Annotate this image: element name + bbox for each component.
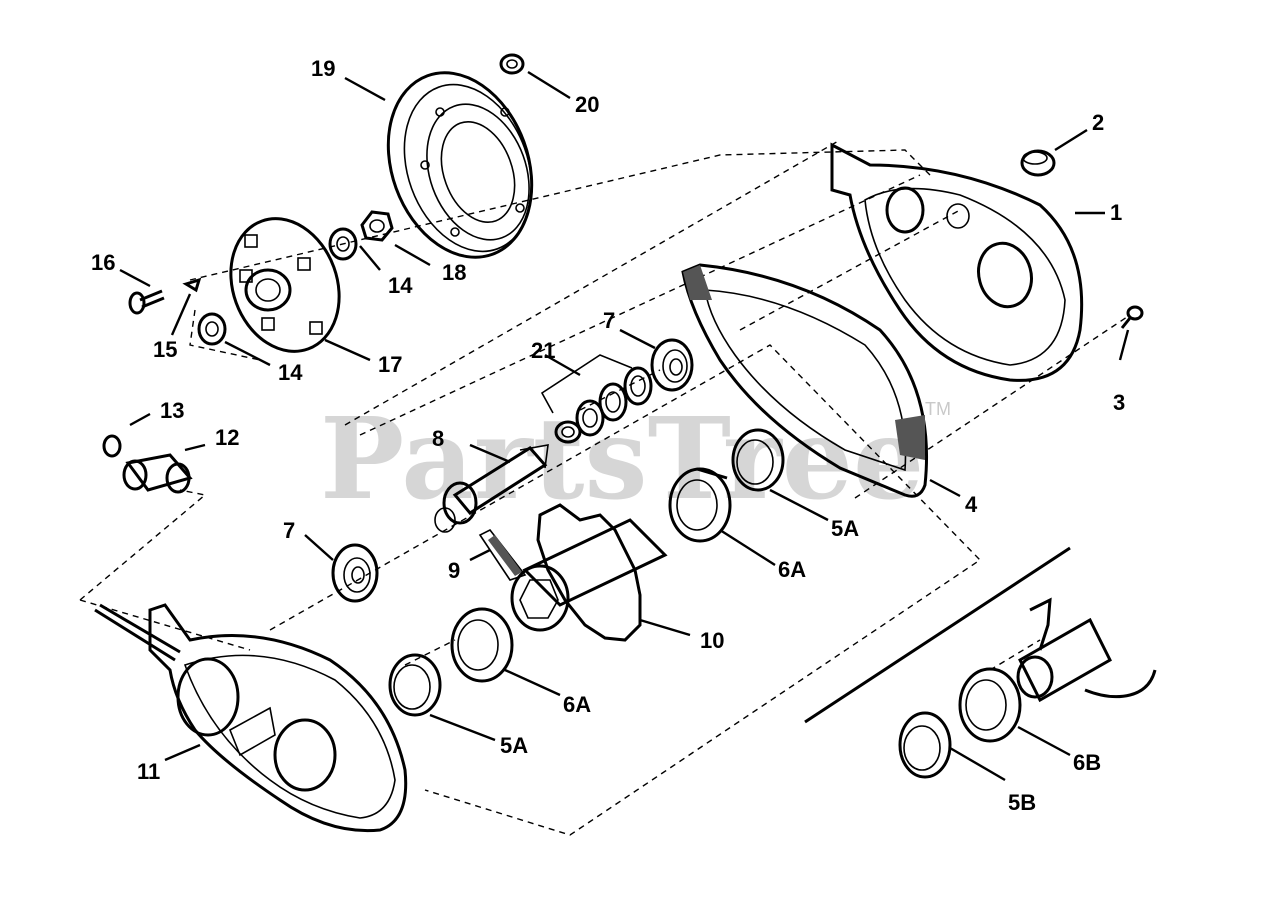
callout-13: 13 [160, 398, 184, 423]
callout-14-left: 14 [278, 360, 303, 385]
washer-part-14-right [328, 227, 358, 261]
hub-part-17 [229, 217, 341, 353]
spacer-part-12 [122, 453, 193, 494]
shaft-part-8 [434, 444, 549, 533]
washer-part-14-left [197, 312, 227, 346]
callout-20: 20 [575, 92, 599, 117]
callout-labels: 1 2 3 4 5A 6A 7 21 8 9 10 7 6A 5A 11 12 … [91, 56, 1125, 815]
callout-5a-top: 5A [831, 516, 859, 541]
callout-7-top: 7 [603, 308, 615, 333]
callout-6a-top: 6A [778, 557, 806, 582]
bushing-part-5b [898, 711, 952, 779]
callout-10: 10 [700, 628, 724, 653]
callout-17: 17 [378, 352, 402, 377]
callout-8: 8 [432, 426, 444, 451]
inset-alternate-parts [804, 546, 1157, 724]
callout-4: 4 [965, 492, 978, 517]
seal-part-6a-top [668, 467, 732, 543]
bearing-part-5a-bottom [388, 653, 442, 717]
callout-18: 18 [442, 260, 466, 285]
key-part-15 [182, 277, 202, 293]
callout-1: 1 [1110, 200, 1122, 225]
callout-11: 11 [137, 759, 160, 784]
callout-6b: 6B [1073, 750, 1101, 775]
bearing-part-7-left [331, 543, 379, 603]
bearing-part-7-top [650, 338, 694, 392]
housing-cover-part-1 [830, 142, 1084, 382]
watermark-trademark: TM [925, 399, 951, 419]
plug-part-2 [1020, 149, 1056, 177]
callout-16: 16 [91, 250, 115, 275]
nut-part-20 [499, 53, 525, 75]
callout-5a-bottom: 5A [500, 733, 528, 758]
callout-7-left: 7 [283, 518, 295, 543]
clip-part-13 [102, 434, 122, 458]
seal-part-6a-bottom [450, 607, 514, 683]
callout-5b: 5B [1008, 790, 1036, 815]
chain-part-9 [478, 528, 527, 581]
callout-21: 21 [531, 338, 555, 363]
callout-3: 3 [1113, 390, 1125, 415]
pulley-part-19 [386, 71, 534, 259]
leader-lines [119, 70, 1130, 782]
shims-part-21 [540, 354, 653, 444]
screw-part-3 [1120, 305, 1144, 329]
bolt-part-16 [128, 289, 165, 315]
callout-2: 2 [1092, 110, 1104, 135]
bushing-part-6b [958, 667, 1022, 743]
callout-14-right: 14 [388, 273, 413, 298]
callout-6a-bottom: 6A [563, 692, 591, 717]
callout-9: 9 [448, 558, 460, 583]
bearing-part-5a-top [731, 428, 785, 492]
housing-part-11 [94, 603, 408, 833]
callout-15: 15 [153, 337, 177, 362]
gasket-part-4 [681, 263, 929, 498]
hex-nut-part-18 [360, 210, 394, 242]
callout-19: 19 [311, 56, 335, 81]
sprocket-part-10 [510, 503, 668, 642]
callout-12: 12 [215, 425, 239, 450]
assembly-guide-lines [79, 139, 1131, 836]
